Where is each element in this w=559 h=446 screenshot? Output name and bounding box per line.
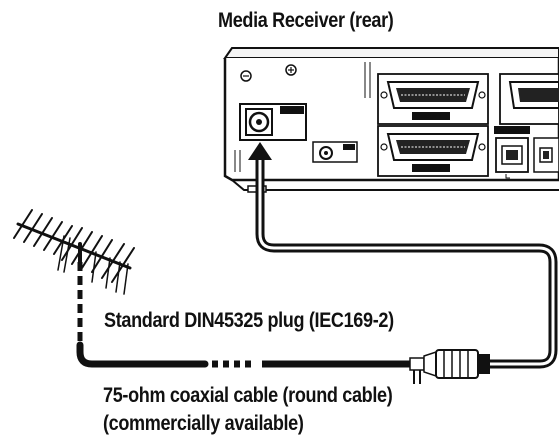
scart-connector-partial <box>499 73 559 125</box>
out-text: OUT <box>344 145 354 150</box>
lan-port: LAN (10/100) <box>494 126 530 173</box>
scart-input-2: INPUT 2 <box>377 125 489 177</box>
media-receiver: ANT OUT INPUT <box>223 47 559 193</box>
yagi-antenna <box>13 209 135 295</box>
plug-label: Standard DIN45325 plug (IEC169-2) <box>104 309 394 332</box>
input2-text: INPUT 2 <box>420 167 441 173</box>
digital-out-partial <box>533 137 559 173</box>
input1-text: INPUT 1 <box>420 115 441 121</box>
ant-text: ANT <box>286 109 299 115</box>
ant-input-connector: ANT <box>239 103 307 141</box>
scart-input-1: INPUT 1 <box>377 73 489 125</box>
din-plug <box>409 349 490 384</box>
lan-text: LAN (10/100) <box>497 128 528 134</box>
out-connector: OUT <box>312 141 358 163</box>
cable-label-line2: (commercially available) <box>103 412 304 435</box>
cable-label-line1: 75-ohm coaxial cable (round cable) <box>103 384 393 407</box>
coaxial-cable <box>76 142 558 369</box>
page-title: Media Receiver (rear) <box>218 9 394 32</box>
